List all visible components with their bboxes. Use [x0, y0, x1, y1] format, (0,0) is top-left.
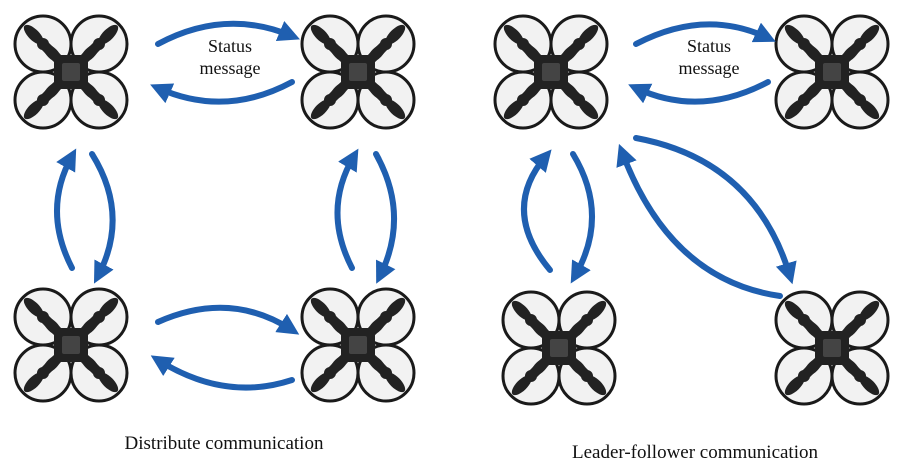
arrow-leader-down [570, 151, 595, 284]
arrow-top-left-down [89, 151, 116, 284]
drone-icon-follower-bottom-right [776, 292, 888, 404]
drone-icon-top-left [15, 16, 127, 128]
arrow-top-right-down [373, 151, 397, 284]
drone-icon-bottom-right [302, 289, 414, 401]
arrow-bottom-right-to-leader [616, 143, 783, 299]
status-message-label-line2: message [679, 58, 740, 78]
arrow-top-right-to-leader [628, 79, 771, 105]
arrow-bottom-left-up [54, 148, 77, 271]
arrow-bottom-left-up-to-leader [521, 149, 553, 273]
panel-distribute: Status message Distribute communication [15, 16, 414, 454]
panel-leader-follower: Status message Leader-follower communica… [495, 16, 888, 463]
status-message-label-line2: message [200, 58, 261, 78]
drone-icon-follower-bottom-left [503, 292, 615, 404]
drone-icon-leader [495, 16, 607, 128]
status-message-label-line1: Status [687, 36, 731, 56]
arrow-bottom-right-to-bottom-left [150, 355, 295, 391]
drone-icon-follower-top-right [776, 16, 888, 128]
arrow-top-right-to-top-left [150, 79, 295, 105]
caption-distribute: Distribute communication [125, 433, 324, 454]
arrow-bottom-left-to-bottom-right [155, 304, 300, 335]
status-message-label-line1: Status [208, 36, 252, 56]
drone-icon-top-right [302, 16, 414, 128]
arrow-leader-to-top-right [633, 21, 776, 47]
arrow-leader-to-bottom-right [633, 135, 797, 285]
caption-leader-follower: Leader-follower communication [572, 442, 818, 463]
drone-icon-bottom-left [15, 289, 127, 401]
arrow-bottom-right-up [334, 148, 359, 271]
arrow-top-left-to-top-right [155, 20, 300, 47]
